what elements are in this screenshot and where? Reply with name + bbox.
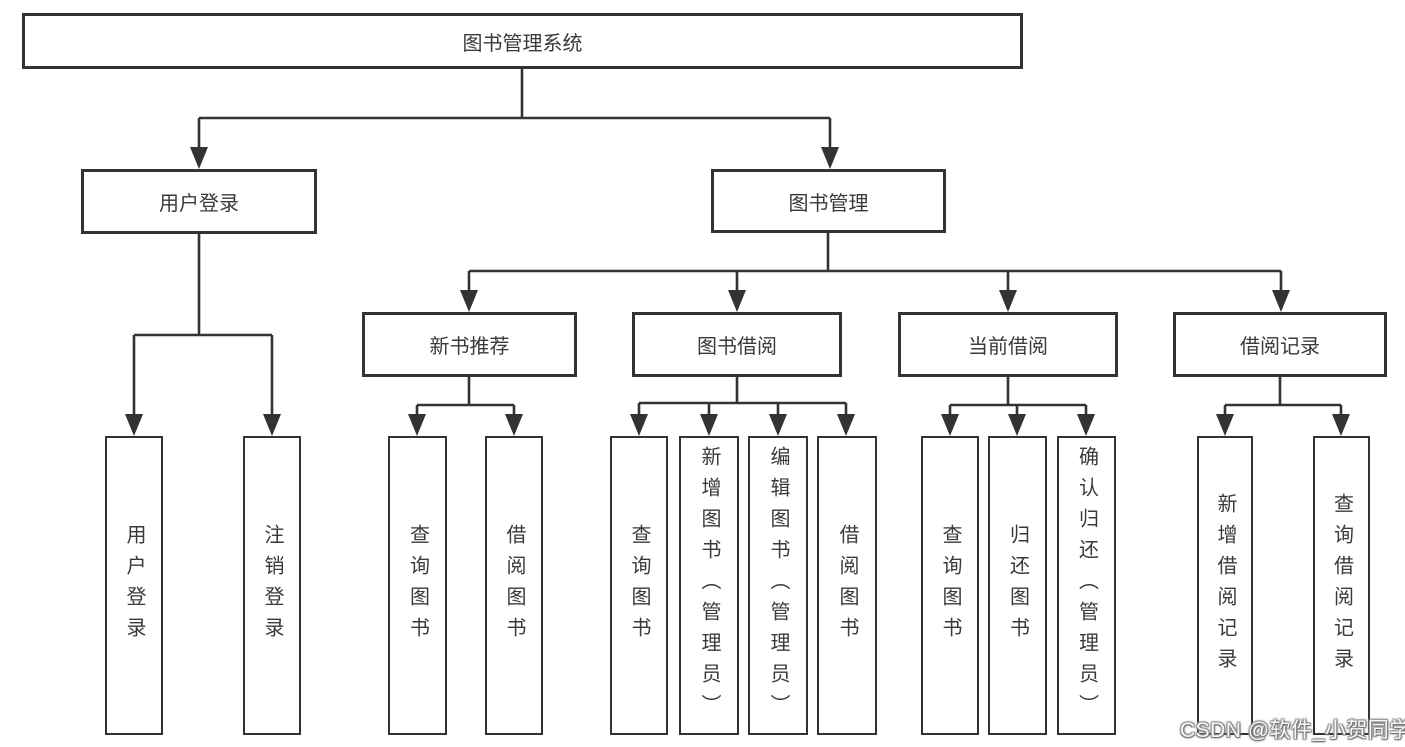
leaf-label: 注销登录 bbox=[261, 523, 283, 648]
node-label: 借阅记录 bbox=[1240, 336, 1320, 358]
leaf-label: 新增图书（管理员） bbox=[698, 446, 720, 725]
leaf-edit-books-admin: 编辑图书（管理员） bbox=[748, 436, 808, 735]
node-library-management-system: 图书管理系统 bbox=[22, 13, 1023, 69]
node-label: 用户登录 bbox=[159, 193, 239, 215]
node-current-borrow: 当前借阅 bbox=[898, 312, 1118, 377]
node-label: 图书管理 bbox=[788, 192, 869, 215]
leaf-label: 借阅图书 bbox=[503, 523, 525, 648]
leaf-label: 用户登录 bbox=[123, 523, 145, 648]
connector-book-management-to-level3 bbox=[467, 233, 1283, 292]
leaf-borrow-query-books: 查询图书 bbox=[610, 436, 668, 735]
leaf-return-books: 归还图书 bbox=[988, 436, 1047, 735]
leaf-label: 借阅图书 bbox=[836, 523, 858, 648]
node-user-login: 用户登录 bbox=[81, 169, 317, 234]
leaf-label: 查询图书 bbox=[406, 523, 429, 648]
node-label: 图书借阅 bbox=[697, 336, 777, 358]
connector-current-borrow-to-leaves bbox=[948, 377, 1088, 417]
leaf-label: 确认归还（管理员） bbox=[1075, 446, 1098, 725]
connector-user-login-to-leaves bbox=[132, 234, 274, 417]
leaf-label: 编辑图书（管理员） bbox=[767, 446, 789, 725]
leaf-add-books-admin: 新增图书（管理员） bbox=[679, 436, 739, 735]
node-label: 图书管理系统 bbox=[462, 32, 583, 55]
leaf-label: 归还图书 bbox=[1006, 523, 1029, 648]
csdn-watermark: CSDN @软件_小贺同学 bbox=[1180, 719, 1405, 742]
node-label: 新书推荐 bbox=[429, 336, 510, 358]
leaf-confirm-return-admin: 确认归还（管理员） bbox=[1057, 436, 1116, 735]
leaf-recommend-borrow-books: 借阅图书 bbox=[485, 436, 543, 735]
leaf-label: 查询借阅记录 bbox=[1330, 492, 1353, 679]
node-book-management: 图书管理 bbox=[711, 169, 946, 233]
leaf-query-borrow-record: 查询借阅记录 bbox=[1313, 436, 1370, 735]
node-book-borrow: 图书借阅 bbox=[632, 312, 842, 377]
node-label: 当前借阅 bbox=[968, 336, 1048, 358]
leaf-user-login: 用户登录 bbox=[105, 436, 163, 735]
leaf-label: 查询图书 bbox=[939, 523, 961, 648]
leaf-add-borrow-record: 新增借阅记录 bbox=[1197, 436, 1253, 735]
node-new-book-recommend: 新书推荐 bbox=[362, 312, 577, 377]
leaf-label: 查询图书 bbox=[628, 523, 650, 648]
leaf-current-query-books: 查询图书 bbox=[921, 436, 979, 735]
node-borrow-records: 借阅记录 bbox=[1173, 312, 1387, 377]
leaf-borrow-books: 借阅图书 bbox=[817, 436, 877, 735]
connector-root-to-level2 bbox=[197, 69, 832, 150]
leaf-label: 新增借阅记录 bbox=[1214, 492, 1236, 679]
arrowhead-icons bbox=[125, 147, 1350, 436]
connector-book-borrow-to-leaves bbox=[637, 377, 848, 417]
connector-borrow-records-to-leaves bbox=[1223, 377, 1343, 417]
leaf-recommend-query-books: 查询图书 bbox=[388, 436, 447, 735]
connector-new-book-recommend-to-leaves bbox=[415, 377, 516, 417]
leaf-logout: 注销登录 bbox=[243, 436, 301, 735]
